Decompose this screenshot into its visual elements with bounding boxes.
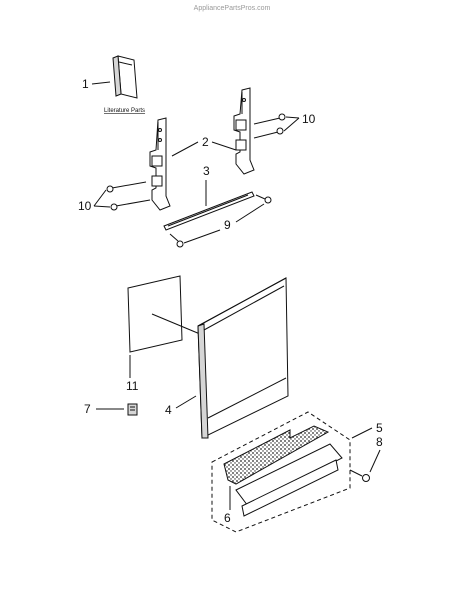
panel-insert-part xyxy=(127,275,183,353)
right-screws-part xyxy=(253,113,286,139)
watermark-text: AppliancePartsPros.com xyxy=(194,5,271,12)
callout-6: 6 xyxy=(224,511,231,525)
right-hinge-bracket-part xyxy=(233,87,255,175)
callout-11: 11 xyxy=(126,379,139,393)
leader-9-left xyxy=(183,229,221,244)
callout-9: 9 xyxy=(224,218,231,232)
small-clip-part xyxy=(127,403,138,416)
kick-plate-part xyxy=(235,443,343,517)
leader-1 xyxy=(91,81,111,85)
leader-9-right xyxy=(235,203,265,223)
callout-5: 5 xyxy=(376,421,383,435)
insulation-strip-part xyxy=(223,425,330,485)
leader-5 xyxy=(351,427,373,439)
rail-part xyxy=(163,191,272,248)
left-hinge-bracket-part xyxy=(149,117,171,211)
kit-boundary-dashed xyxy=(211,411,351,533)
callout-7: 7 xyxy=(84,402,91,416)
screw-part xyxy=(349,469,370,482)
left-screws-part xyxy=(106,181,151,211)
callout-10-left: 10 xyxy=(78,199,92,213)
callout-4: 4 xyxy=(165,403,172,417)
leader-4 xyxy=(175,395,197,409)
outer-door-panel-part xyxy=(197,277,289,439)
callout-8: 8 xyxy=(376,435,383,449)
leader-2-left xyxy=(171,141,199,157)
insert-guide-line xyxy=(151,313,201,335)
leader-10-right-b xyxy=(283,117,300,132)
callout-2: 2 xyxy=(202,135,209,149)
callout-3: 3 xyxy=(203,164,210,178)
callout-1: 1 xyxy=(82,77,89,91)
literature-parts-caption: Literature Parts xyxy=(104,108,145,114)
literature-booklet-part xyxy=(112,55,138,99)
callout-10-right: 10 xyxy=(302,112,316,126)
leader-10-right-a xyxy=(285,116,300,119)
leader-8 xyxy=(369,449,381,473)
leader-10-left-a xyxy=(93,189,107,207)
leader-2-right xyxy=(211,141,237,151)
leader-10-left-b xyxy=(93,205,111,208)
